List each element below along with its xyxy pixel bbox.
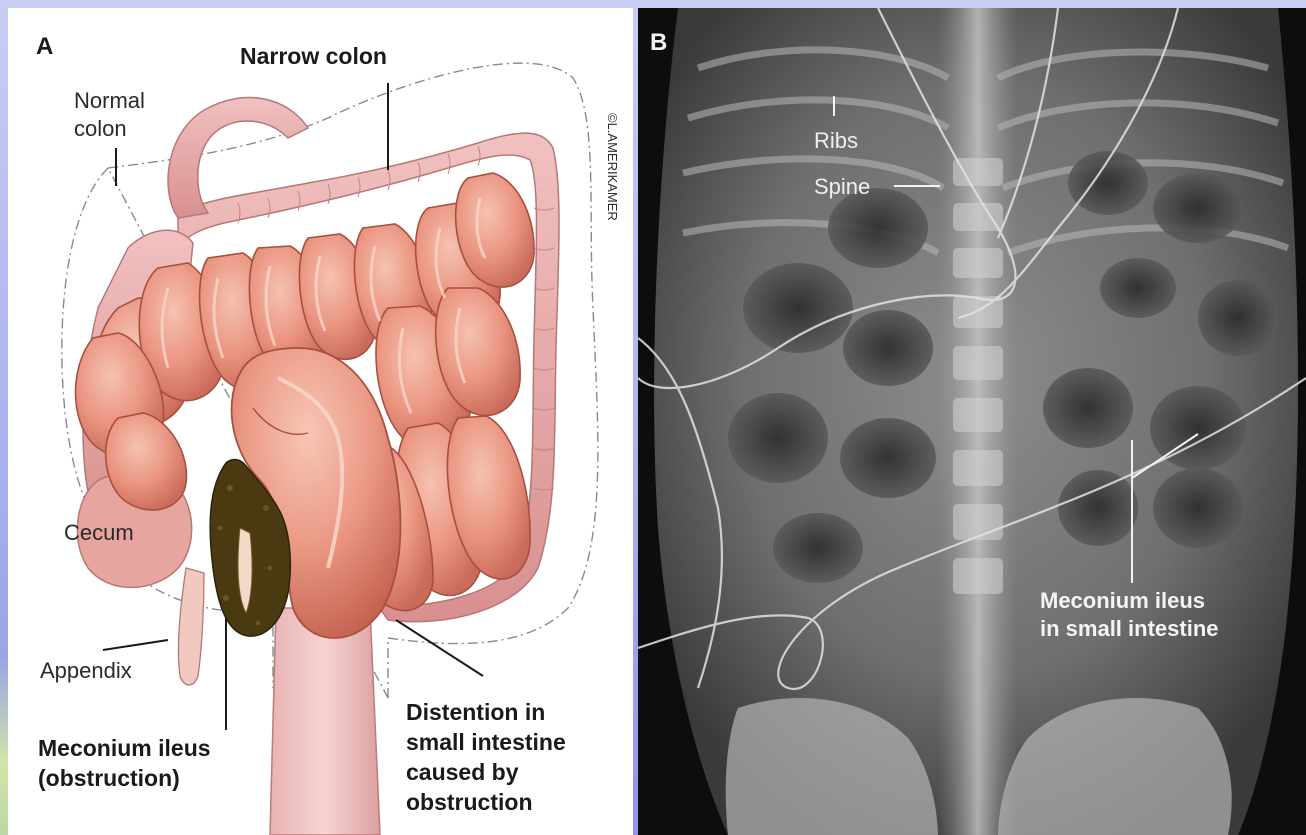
panel-a-letter: A xyxy=(36,33,53,60)
artist-signature: ©L.AMERIKAMER xyxy=(605,113,620,221)
label-appendix: Appendix xyxy=(40,658,132,683)
label-xray-meconium-1: Meconium ileus xyxy=(1040,588,1205,613)
label-meconium-2: (obstruction) xyxy=(38,765,180,791)
abdominal-xray: B Ribs Spine Meconium ileus in small int… xyxy=(638,8,1306,835)
label-normal-colon-2: colon xyxy=(74,116,127,141)
label-cecum: Cecum xyxy=(64,520,134,545)
panel-a-illustration: ©L.AMERIKAMER A Narrow colon Normal colo… xyxy=(8,8,633,835)
rectum xyxy=(270,608,380,835)
panel-b-letter: B xyxy=(650,29,667,56)
label-narrow-colon: Narrow colon xyxy=(240,43,387,69)
panel-b-xray: B Ribs Spine Meconium ileus in small int… xyxy=(638,8,1306,835)
label-xray-meconium-2: in small intestine xyxy=(1040,616,1219,641)
intestine-illustration: ©L.AMERIKAMER A Narrow colon Normal colo… xyxy=(8,8,633,835)
label-normal-colon-1: Normal xyxy=(74,88,145,113)
label-distention-2: small intestine xyxy=(406,729,566,755)
label-spine: Spine xyxy=(814,174,870,199)
svg-text:©L.AMERIKAMER: ©L.AMERIKAMER xyxy=(605,113,620,221)
label-distention-1: Distention in xyxy=(406,699,545,725)
label-ribs: Ribs xyxy=(814,128,858,153)
label-distention-4: obstruction xyxy=(406,789,533,815)
label-distention-3: caused by xyxy=(406,759,519,785)
appendix xyxy=(178,568,204,685)
label-meconium-1: Meconium ileus xyxy=(38,735,211,761)
